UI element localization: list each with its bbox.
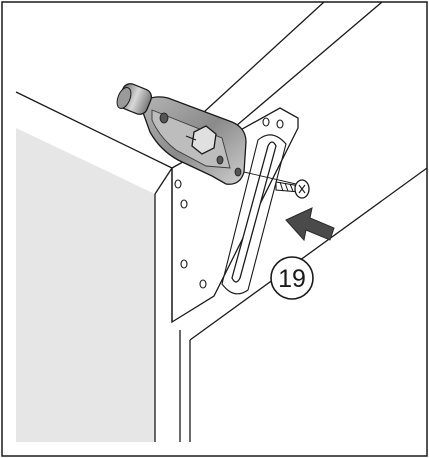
plate-hole bbox=[276, 119, 284, 129]
adjustment-slot-outer bbox=[221, 134, 287, 295]
screw-guide-line bbox=[243, 171, 297, 185]
door-edge-upper bbox=[203, 1, 325, 113]
plate-hole bbox=[180, 259, 188, 269]
callout-number: 19 bbox=[278, 265, 306, 293]
screw-icon bbox=[275, 179, 310, 199]
cabinet-top-edge bbox=[15, 91, 173, 169]
door-edge-lower bbox=[189, 167, 428, 341]
plate-hole bbox=[262, 117, 270, 127]
plate-hole bbox=[199, 279, 207, 289]
door-edge-inner bbox=[235, 1, 383, 127]
push-arrow-icon bbox=[285, 207, 335, 242]
plate-hole bbox=[174, 179, 182, 189]
cabinet-top-front bbox=[154, 167, 173, 195]
plate-hole bbox=[180, 199, 188, 209]
callout-badge: 19 bbox=[270, 256, 314, 300]
hinge-bracket bbox=[116, 83, 247, 185]
cabinet-side-panel bbox=[16, 128, 155, 442]
